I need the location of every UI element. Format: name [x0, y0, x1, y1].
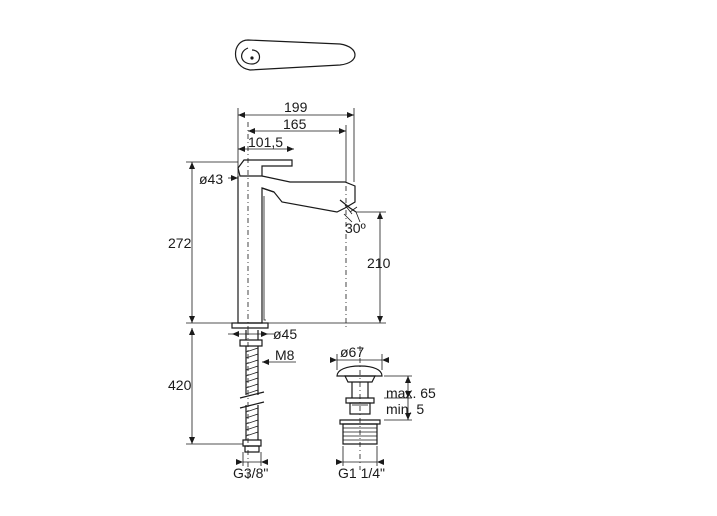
thread-label: M8: [275, 347, 295, 363]
handle-top-view: [234, 39, 356, 71]
spout-height-label: 210: [367, 255, 391, 271]
handle-reach-label: 101,5: [248, 134, 283, 150]
handle-diameter-label: ø43: [199, 171, 223, 187]
dimension-lines: [186, 108, 412, 480]
waste-thread-label: G1 1/4": [338, 465, 385, 481]
hose-length-label: 420: [168, 377, 192, 393]
faucet-side-view: [231, 159, 358, 329]
spout-angle-label: 30º: [345, 220, 366, 236]
supply-hose: [239, 330, 265, 453]
overall-reach-label: 199: [284, 99, 308, 115]
total-height-label: 272: [168, 235, 192, 251]
base-diameter-label: ø45: [273, 326, 297, 342]
hose-connection-label: G3/8": [233, 465, 268, 481]
waste-max-label: max. 65: [386, 385, 436, 401]
waste-valve: [336, 365, 383, 445]
spout-reach-label: 165: [283, 116, 307, 132]
waste-diameter-label: ø67: [340, 344, 364, 360]
waste-min-label: min. 5: [386, 401, 424, 417]
